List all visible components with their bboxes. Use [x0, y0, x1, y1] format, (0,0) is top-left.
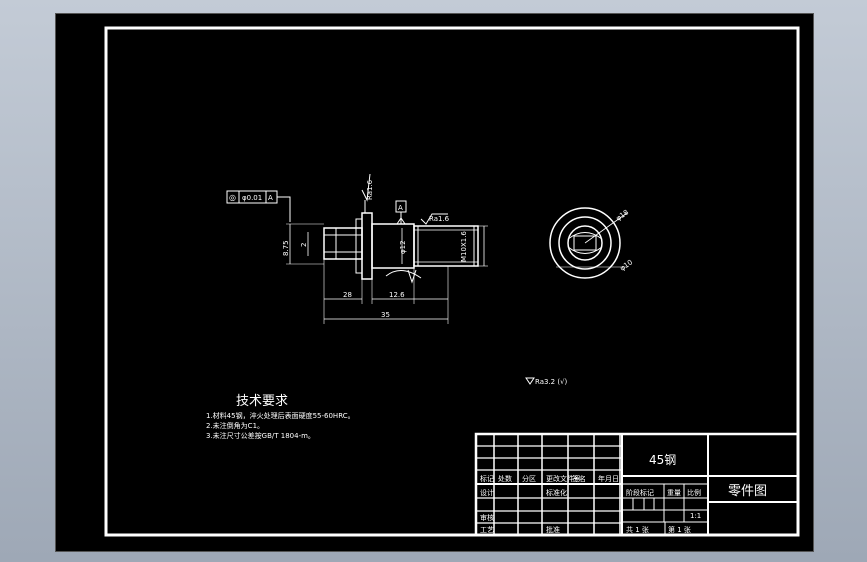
svg-text:处数: 处数: [498, 474, 512, 483]
dim-phi10: φ10: [619, 258, 635, 272]
svg-text:A: A: [398, 204, 403, 212]
tech-req-title: 技术要求: [236, 394, 288, 409]
dim-28: 28: [343, 291, 352, 299]
datum-a-marker: A: [395, 200, 407, 225]
cad-drawing: ◎ φ0.01 A A Ra1.6: [104, 26, 800, 537]
drawing-border: [104, 26, 800, 537]
svg-text:分区: 分区: [522, 474, 536, 483]
tech-req-line-2: 2.未注倒角为C1。: [206, 421, 264, 430]
dim-8-75: 8.75: [282, 240, 290, 256]
roughness-symbol-right: Ra1.6: [420, 213, 450, 225]
dim-phi12: φ12: [399, 240, 407, 254]
svg-text:年月日: 年月日: [598, 474, 619, 483]
dimensions: 8.75 2 φ12 M10X1.6 28 12.6 35: [282, 223, 488, 324]
part-name-label: 零件图: [728, 484, 767, 499]
dim-35: 35: [381, 311, 390, 319]
title-block: 标记 设计 审核 工艺 处数 分区 更改文件号 签名 年月日 标准化 批准 45…: [474, 432, 800, 537]
feature-control-frame: ◎ φ0.01 A: [226, 190, 291, 222]
tech-req-line-1: 1.材料45钢，淬火处理后表面硬度55-60HRC。: [206, 411, 355, 420]
tech-req-line-3: 3.未注尺寸公差按GB/T 1804-m。: [206, 431, 315, 440]
svg-text:Ra3.2 (√): Ra3.2 (√): [535, 378, 568, 386]
fcf-tolerance: φ0.01: [242, 194, 262, 202]
part-end-view: φ18 φ10: [549, 207, 635, 279]
svg-text:比例: 比例: [687, 488, 701, 497]
svg-text:批准: 批准: [546, 525, 560, 534]
svg-text:更改文件号: 更改文件号: [546, 474, 581, 483]
part-side-view: [323, 212, 479, 284]
svg-text:共 1 张: 共 1 张: [626, 525, 649, 534]
svg-text:设计: 设计: [480, 488, 494, 497]
svg-text:第 1 张: 第 1 张: [668, 525, 691, 534]
svg-text:Ra1.6: Ra1.6: [429, 215, 450, 223]
drawing-viewport[interactable]: ◎ φ0.01 A A Ra1.6: [55, 13, 814, 552]
technical-requirements: 技术要求 1.材料45钢，淬火处理后表面硬度55-60HRC。 2.未注倒角为C…: [206, 394, 355, 440]
svg-text:重量: 重量: [667, 489, 681, 497]
svg-text:Ra1.6: Ra1.6: [366, 179, 374, 200]
material-label: 45钢: [649, 453, 676, 467]
dim-2: 2: [300, 243, 308, 247]
svg-text:标准化: 标准化: [546, 488, 567, 497]
dim-phi18: φ18: [615, 208, 631, 222]
dim-m10: M10X1.6: [460, 231, 468, 262]
svg-text:签名: 签名: [572, 474, 586, 483]
roughness-symbol-top: Ra1.6: [361, 173, 374, 213]
roughness-general: Ra3.2 (√): [525, 377, 568, 386]
svg-text:工艺: 工艺: [480, 526, 494, 534]
fcf-datum: A: [268, 194, 273, 202]
svg-text:1:1: 1:1: [690, 512, 701, 520]
svg-text:标记: 标记: [480, 474, 494, 483]
dim-12-6: 12.6: [389, 291, 405, 299]
concentricity-symbol: ◎: [229, 193, 236, 202]
svg-text:审核: 审核: [480, 513, 494, 522]
svg-text:阶段标记: 阶段标记: [626, 488, 654, 497]
